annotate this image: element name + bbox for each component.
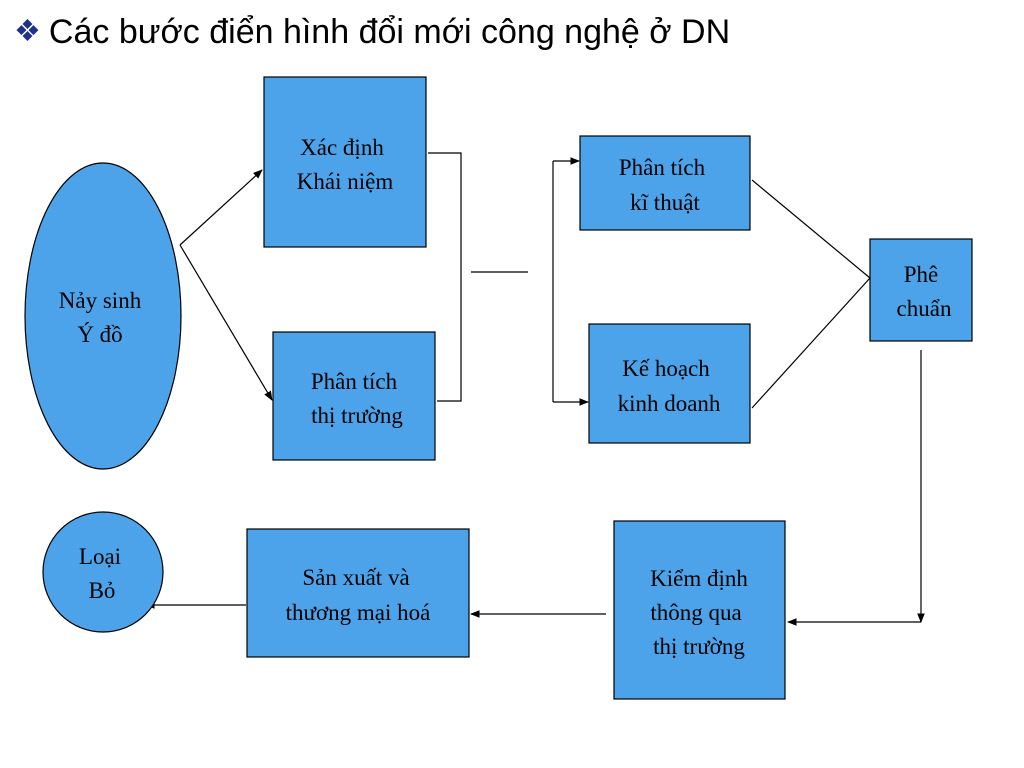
node-business-plan-label-1: Kế hoạch — [622, 356, 710, 381]
node-business-plan-box — [588, 323, 751, 444]
node-tech-analysis-label-2: kĩ thuật — [630, 190, 700, 215]
node-reject-label-2: Bỏ — [89, 578, 116, 603]
diamond-bullet-icon: ❖ — [14, 15, 41, 48]
node-concept-box — [263, 76, 427, 248]
node-approval-label-1: Phê — [904, 262, 939, 287]
bracket-left — [428, 152, 462, 402]
node-production-label-1: Sản xuất và — [302, 565, 409, 590]
node-reject-label-1: Loại — [79, 544, 121, 569]
connector-tech-to-approval — [751, 179, 871, 279]
connector-plan-to-approval — [751, 277, 871, 409]
node-market-analysis-box — [272, 331, 436, 461]
node-approval-box — [869, 238, 973, 342]
node-tech-analysis-box — [579, 135, 751, 231]
node-tech-analysis-label-1: Phân tích — [619, 155, 706, 180]
node-concept-label-1: Xác định — [300, 135, 384, 160]
slide-title: ❖ Các bước điển hình đổi mới công nghệ ở… — [14, 8, 730, 56]
slide-title-text: Các bước điển hình đổi mới công nghệ ở D… — [48, 12, 731, 51]
node-market-testing-label-2: thông qua — [650, 600, 741, 625]
node-market-testing-label-3: thị trường — [653, 634, 745, 659]
arrow-idea-to-market-analysis — [179, 244, 273, 401]
node-market-testing-box — [613, 520, 786, 700]
node-idea-label-1: Nảy sinh — [59, 288, 142, 313]
node-reject-circle — [42, 511, 164, 633]
node-production-label-2: thương mại hoá — [286, 600, 431, 625]
node-market-analysis-label-1: Phân tích — [311, 369, 398, 394]
node-concept-label-2: Khái niệm — [297, 169, 394, 194]
node-approval-label-2: chuẩn — [897, 296, 952, 321]
node-idea-ellipse — [24, 162, 182, 470]
node-market-analysis-label-2: thị trường — [311, 403, 403, 428]
node-idea-label-2: Ý đồ — [77, 322, 122, 347]
arrow-idea-to-concept — [179, 169, 263, 246]
node-business-plan-label-2: kinh doanh — [618, 391, 721, 416]
node-production-box — [246, 528, 470, 658]
node-market-testing-label-1: Kiểm định — [650, 566, 748, 591]
